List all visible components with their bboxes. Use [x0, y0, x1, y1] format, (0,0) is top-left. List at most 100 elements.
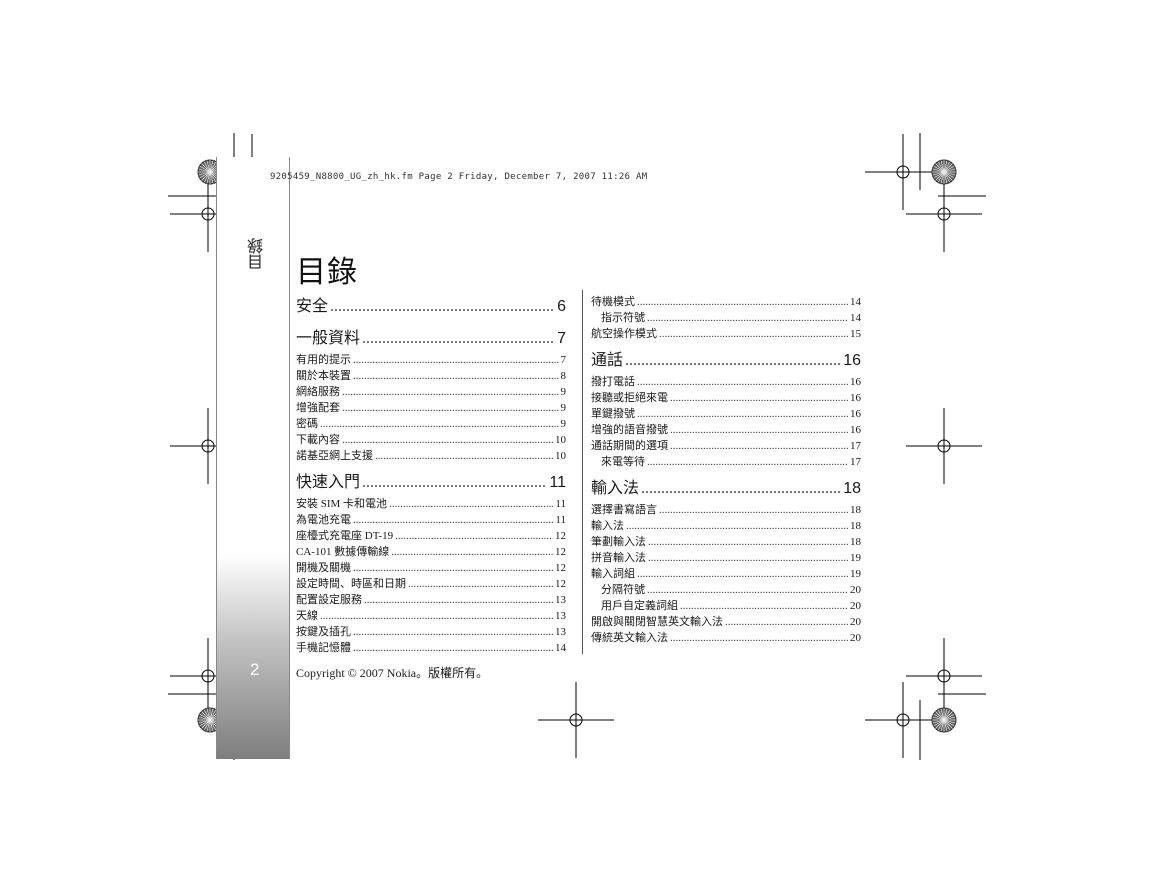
- toc-leader-dots: [647, 454, 848, 470]
- toc-leader-dots: [320, 416, 559, 432]
- toc-entry-title: 增強配套: [296, 402, 340, 414]
- toc-entry[interactable]: 輸入詞組 19: [591, 566, 861, 582]
- toc-leader-dots: [353, 624, 553, 640]
- toc-entry-page: 9: [560, 402, 567, 414]
- toc-entry-title: 航空操作模式: [591, 328, 657, 340]
- toc-leader-dots: [342, 432, 553, 448]
- toc-chapter[interactable]: 快速入門11: [296, 470, 566, 496]
- copyright-notice: Copyright © 2007 Nokia。版權所有。: [296, 666, 489, 680]
- toc-entry-page: 18: [850, 536, 861, 548]
- toc-leader-dots: [670, 438, 848, 454]
- toc-entry[interactable]: 來電等待17: [591, 454, 861, 470]
- toc-entry[interactable]: 座檯式充電座 DT-1912: [296, 528, 566, 544]
- toc-entry[interactable]: 單鍵撥號16: [591, 406, 861, 422]
- toc-entry-title: 密碼: [296, 418, 318, 430]
- toc-entry-title: 安裝 SIM 卡和電池: [296, 498, 388, 510]
- toc-entry[interactable]: 待機模式 14: [591, 294, 861, 310]
- toc-entry-title: 配置設定服務: [296, 594, 362, 606]
- toc-entry[interactable]: 輸入法18: [591, 518, 861, 534]
- toc-entry-page: 11: [555, 498, 566, 510]
- toc-entry-title: 指示符號: [601, 312, 645, 324]
- toc-leader-dots: [670, 390, 848, 406]
- toc-entry-title: 按鍵及插孔: [296, 626, 351, 638]
- toc-leader-dots: [626, 518, 848, 534]
- toc-entry-title: 輸入詞組: [591, 568, 635, 580]
- toc-entry-page: 17: [850, 440, 861, 452]
- toc-leader-dots: [680, 598, 848, 614]
- toc-entry-title: 待機模式: [591, 296, 635, 308]
- toc-entry-page: 20: [850, 632, 861, 644]
- toc-entry-page: 18: [843, 480, 861, 497]
- toc-chapter[interactable]: 一般資料7: [296, 326, 566, 352]
- toc-entry-page: 15: [850, 328, 861, 340]
- toc-entry[interactable]: 航空操作模式 15: [591, 326, 861, 342]
- toc-entry[interactable]: CA-101 數據傳輸線12: [296, 544, 566, 560]
- toc-entry-title: 開機及關機: [296, 562, 351, 574]
- toc-leader-dots: [637, 294, 848, 310]
- toc-entry-title: 筆劃輸入法: [591, 536, 646, 548]
- toc-entry-title: 有用的提示: [296, 354, 351, 366]
- toc-entry[interactable]: 配置設定服務13: [296, 592, 566, 608]
- toc-leader-dots: [364, 592, 553, 608]
- toc-entry[interactable]: 安裝 SIM 卡和電池 11: [296, 496, 566, 512]
- toc-leader-dots: [625, 348, 841, 374]
- toc-entry[interactable]: 指示符號 14: [591, 310, 861, 326]
- toc-entry-title: 下載內容: [296, 434, 340, 446]
- toc-entry-page: 7: [560, 354, 567, 366]
- toc-chapter[interactable]: 安全6: [296, 294, 566, 320]
- toc-entry-page: 18: [850, 520, 861, 532]
- toc-entry[interactable]: 選擇書寫語言18: [591, 502, 861, 518]
- toc-leader-dots: [342, 400, 559, 416]
- toc-entry-title: 關於本裝置: [296, 370, 351, 382]
- toc-entry[interactable]: 關於本裝置 8: [296, 368, 566, 384]
- toc-entry[interactable]: 開啟與關閉智慧英文輸入法20: [591, 614, 861, 630]
- toc-entry-title: 設定時間、時區和日期: [296, 578, 406, 590]
- toc-entry[interactable]: 諾基亞網上支援10: [296, 448, 566, 464]
- toc-entry[interactable]: 設定時間、時區和日期12: [296, 576, 566, 592]
- toc-entry-page: 16: [850, 392, 861, 404]
- toc-entry[interactable]: 接聽或拒絕來電16: [591, 390, 861, 406]
- toc-entry-page: 8: [560, 370, 567, 382]
- toc-entry[interactable]: 拼音輸入法19: [591, 550, 861, 566]
- toc-entry-title: 座檯式充電座 DT-19: [296, 530, 394, 542]
- toc-entry[interactable]: 下載內容10: [296, 432, 566, 448]
- toc-chapter[interactable]: 輸入法18: [591, 476, 861, 502]
- print-header: 9205459_N8800_UG_zh_hk.fm Page 2 Friday,…: [270, 172, 648, 182]
- toc-leader-dots: [362, 326, 555, 352]
- toc-entry-page: 14: [850, 296, 861, 308]
- toc-entry[interactable]: 筆劃輸入法 18: [591, 534, 861, 550]
- toc-entry[interactable]: 為電池充電11: [296, 512, 566, 528]
- toc-entry[interactable]: 通話期間的選項17: [591, 438, 861, 454]
- toc-entry-page: 14: [850, 312, 861, 324]
- toc-entry[interactable]: 網絡服務9: [296, 384, 566, 400]
- toc-entry-title: 用戶自定義詞組: [601, 600, 678, 612]
- toc-entry-page: 11: [555, 514, 566, 526]
- toc-entry[interactable]: 有用的提示 7: [296, 352, 566, 368]
- toc-entry-title: 開啟與關閉智慧英文輸入法: [591, 616, 723, 628]
- toc-entry-page: 12: [555, 546, 566, 558]
- toc-entry-page: 19: [850, 568, 861, 580]
- toc-leader-dots: [648, 534, 848, 550]
- toc-entry[interactable]: 用戶自定義詞組20: [591, 598, 861, 614]
- toc-entry[interactable]: 手機記憶體14: [296, 640, 566, 656]
- toc-entry-title: 選擇書寫語言: [591, 504, 657, 516]
- toc-entry[interactable]: 分隔符號20: [591, 582, 861, 598]
- toc-entry-page: 9: [560, 418, 567, 430]
- toc-leader-dots: [670, 630, 848, 646]
- toc-leader-dots: [725, 614, 848, 630]
- toc-entry[interactable]: 撥打電話16: [591, 374, 861, 390]
- toc-leader-dots: [637, 566, 848, 582]
- toc-entry[interactable]: 增強的語音撥號16: [591, 422, 861, 438]
- toc-entry[interactable]: 密碼 9: [296, 416, 566, 432]
- toc-entry[interactable]: 開機及關機12: [296, 560, 566, 576]
- toc-entry[interactable]: 傳統英文輸入法20: [591, 630, 861, 646]
- toc-entry[interactable]: 天線13: [296, 608, 566, 624]
- toc-entry[interactable]: 增強配套 9: [296, 400, 566, 416]
- toc-entry-page: 10: [555, 450, 566, 462]
- toc-right-column: 待機模式 14 指示符號 14 航空操作模式 15 通話16撥打電話16接聽或拒絕來電16單…: [591, 294, 861, 646]
- toc-entry-page: 16: [843, 352, 861, 369]
- toc-chapter[interactable]: 通話16: [591, 348, 861, 374]
- toc-entry-page: 6: [557, 298, 566, 315]
- toc-entry[interactable]: 按鍵及插孔13: [296, 624, 566, 640]
